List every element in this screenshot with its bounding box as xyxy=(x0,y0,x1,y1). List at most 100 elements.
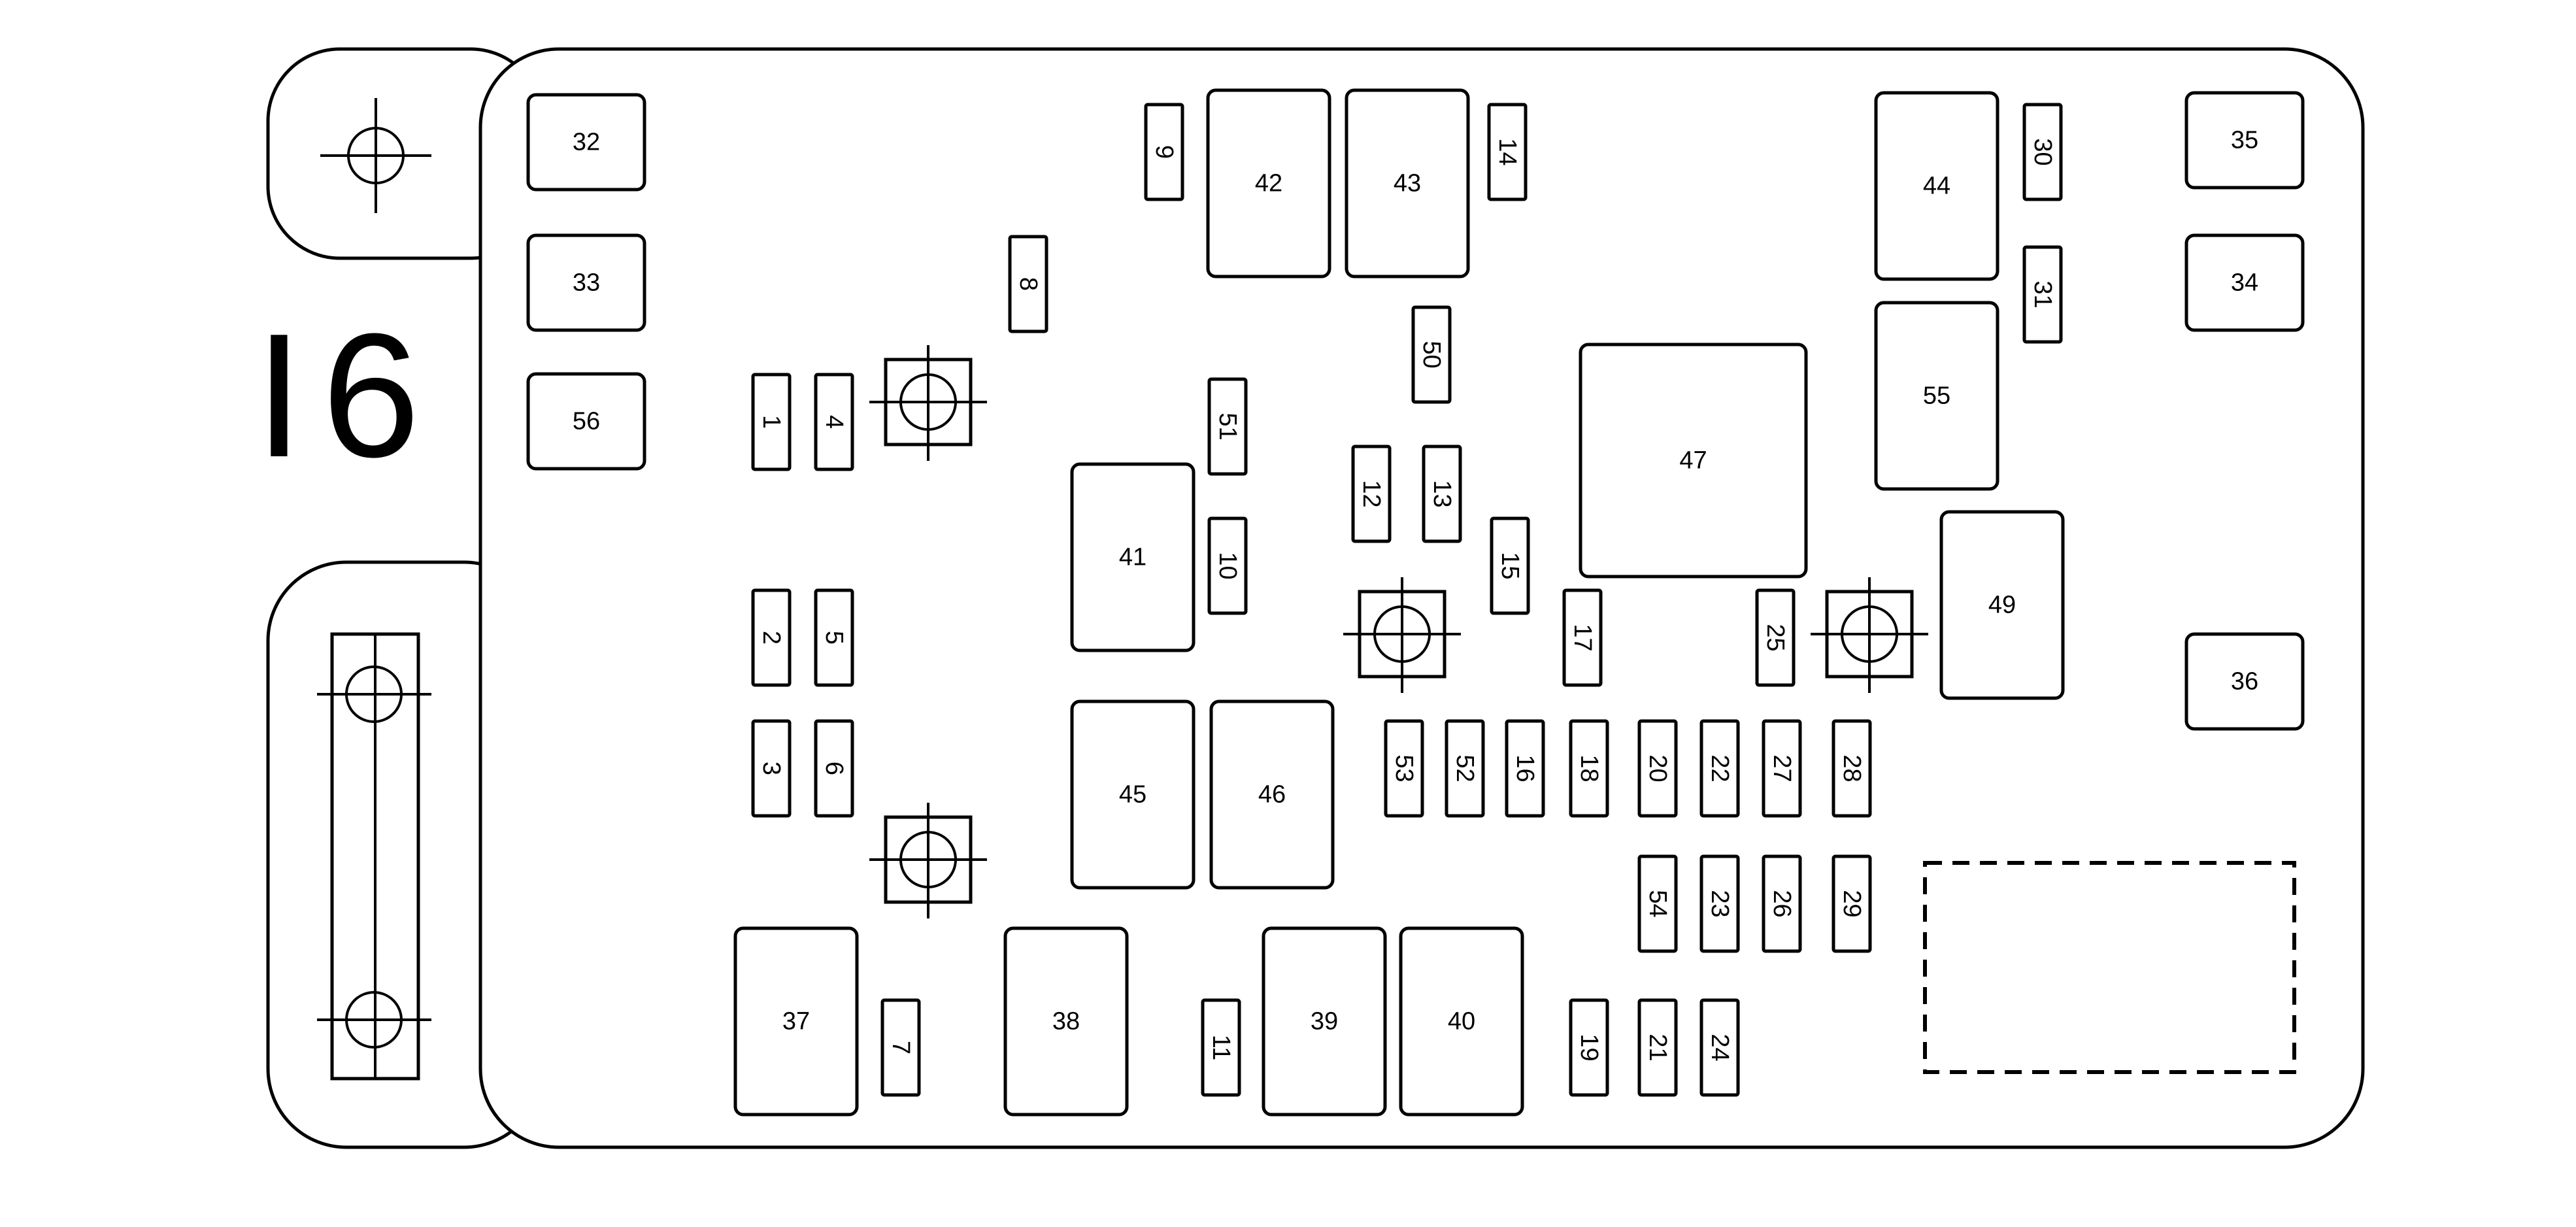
diagram-title: I6 xyxy=(254,297,438,494)
relay-41: 41 xyxy=(1070,462,1196,652)
position-label: 30 xyxy=(2029,138,2056,165)
position-label: 52 xyxy=(1451,754,1479,782)
position-label: 17 xyxy=(1569,624,1596,651)
fuse-9: 9 xyxy=(1144,103,1184,201)
position-label: 47 xyxy=(1679,447,1707,475)
fuse-30: 30 xyxy=(2022,103,2063,201)
fuse-10: 10 xyxy=(1207,516,1248,615)
mounting-stud-icon xyxy=(1343,577,1461,693)
position-label: 5 xyxy=(820,631,848,645)
position-label: 19 xyxy=(1575,1034,1603,1061)
position-label: 9 xyxy=(1150,145,1178,159)
position-label: 15 xyxy=(1496,552,1524,579)
fuse-29: 29 xyxy=(1832,854,1872,953)
relay-35: 35 xyxy=(2184,91,2305,190)
position-label: 24 xyxy=(1706,1034,1733,1061)
fuse-16: 16 xyxy=(1505,719,1545,818)
position-label: 36 xyxy=(2231,668,2258,696)
fuse-8: 8 xyxy=(1008,235,1048,333)
position-label: 33 xyxy=(573,269,600,297)
relay-43: 43 xyxy=(1345,88,1470,278)
relay-37: 37 xyxy=(733,926,859,1117)
position-label: 53 xyxy=(1390,754,1418,782)
fuse-53: 53 xyxy=(1384,719,1424,818)
position-label: 56 xyxy=(573,408,600,435)
position-label: 37 xyxy=(782,1008,810,1035)
position-label: 54 xyxy=(1644,890,1671,917)
fuse-22: 22 xyxy=(1699,719,1740,818)
position-label: 18 xyxy=(1575,754,1603,782)
fuse-13: 13 xyxy=(1422,445,1462,543)
position-label: 16 xyxy=(1511,754,1539,782)
fuse-17: 17 xyxy=(1562,588,1603,687)
position-label: 26 xyxy=(1768,890,1796,917)
position-label: 34 xyxy=(2231,269,2258,297)
position-label: 42 xyxy=(1255,170,1282,197)
empty-slot-dashed xyxy=(1923,861,2296,1074)
position-label: 41 xyxy=(1119,544,1146,571)
position-label: 8 xyxy=(1014,277,1042,291)
position-label: 20 xyxy=(1644,754,1671,782)
fuse-27: 27 xyxy=(1762,719,1802,818)
fuse-26: 26 xyxy=(1762,854,1802,953)
position-label: 3 xyxy=(758,762,785,775)
fuse-7: 7 xyxy=(880,998,921,1097)
position-label: 32 xyxy=(573,129,600,156)
fuse-15: 15 xyxy=(1490,516,1530,615)
position-label: 27 xyxy=(1768,754,1796,782)
position-label: 14 xyxy=(1494,138,1521,165)
position-label: 45 xyxy=(1119,781,1146,809)
mounting-stud-icon xyxy=(869,803,987,918)
fuse-31: 31 xyxy=(2022,245,2063,344)
fuse-1: 1 xyxy=(751,373,792,471)
relay-36: 36 xyxy=(2184,632,2305,731)
position-label: 1 xyxy=(758,415,785,429)
position-label: 43 xyxy=(1394,170,1421,197)
position-label: 13 xyxy=(1428,480,1456,507)
position-label: 39 xyxy=(1311,1008,1338,1035)
fuse-23: 23 xyxy=(1699,854,1740,953)
relay-56: 56 xyxy=(526,372,646,471)
fuse-2: 2 xyxy=(751,588,792,687)
mounting-stud-icon xyxy=(869,345,987,461)
position-label: 40 xyxy=(1448,1008,1475,1035)
relay-34: 34 xyxy=(2184,233,2305,332)
relay-46: 46 xyxy=(1209,699,1335,890)
position-label: 28 xyxy=(1838,754,1865,782)
fuse-18: 18 xyxy=(1569,719,1609,818)
fuse-51: 51 xyxy=(1207,377,1248,476)
position-label: 46 xyxy=(1258,781,1286,809)
fuse-6: 6 xyxy=(814,719,854,818)
position-label: 49 xyxy=(1988,592,2016,619)
mega-fuse-48 xyxy=(317,632,431,1081)
relay-47: 47 xyxy=(1579,343,1808,579)
position-label: 2 xyxy=(758,631,785,645)
relay-42: 42 xyxy=(1206,88,1331,278)
relay-32: 32 xyxy=(526,93,646,192)
position-label: 51 xyxy=(1214,412,1241,440)
relay-38: 38 xyxy=(1003,926,1129,1117)
position-label: 21 xyxy=(1644,1034,1671,1061)
relay-40: 40 xyxy=(1399,926,1524,1117)
relay-49: 49 xyxy=(1939,510,2065,700)
position-label: 29 xyxy=(1838,890,1865,917)
relay-33: 33 xyxy=(526,233,646,332)
mounting-stud-icon xyxy=(1811,577,1928,693)
position-label: 23 xyxy=(1706,890,1733,917)
position-label: 50 xyxy=(1418,341,1445,368)
position-label: 25 xyxy=(1762,624,1789,651)
fuse-19: 19 xyxy=(1569,998,1609,1097)
relay-45: 45 xyxy=(1070,699,1196,890)
relay-39: 39 xyxy=(1262,926,1387,1117)
position-label: 7 xyxy=(887,1041,914,1054)
mounting-bolt-icon xyxy=(320,98,431,213)
fuse-11: 11 xyxy=(1201,998,1241,1097)
fuse-20: 20 xyxy=(1637,719,1678,818)
position-label: 31 xyxy=(2029,280,2056,308)
fuse-25: 25 xyxy=(1755,588,1796,687)
fuse-14: 14 xyxy=(1487,103,1528,201)
relay-55: 55 xyxy=(1874,301,1999,491)
position-label: 11 xyxy=(1207,1035,1235,1060)
position-label: 4 xyxy=(820,415,848,429)
